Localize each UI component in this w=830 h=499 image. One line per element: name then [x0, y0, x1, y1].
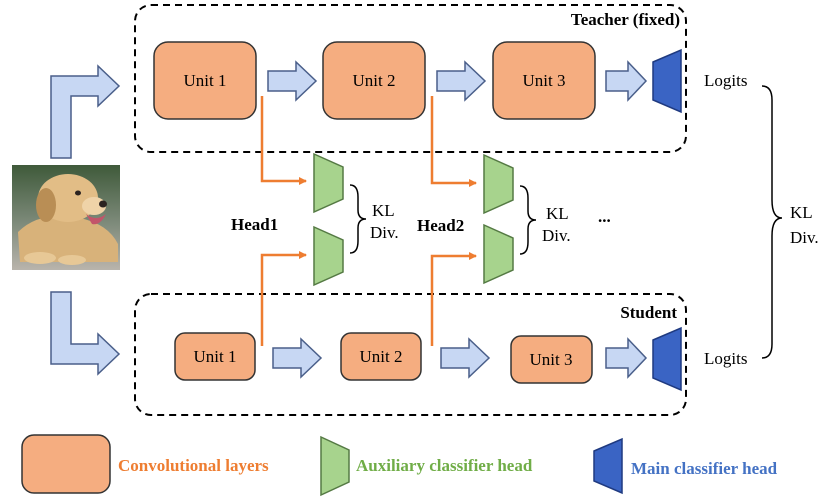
- student-arrow-3: [605, 337, 648, 379]
- teacher-unit-2-label: Unit 2: [353, 71, 396, 90]
- legend-aux-label: Auxiliary classifier head: [356, 456, 533, 475]
- teacher-title: Teacher (fixed): [571, 10, 680, 29]
- head-2-div: Div.: [542, 226, 571, 245]
- student-box: [134, 293, 687, 416]
- tap-student-unit2: [430, 252, 477, 346]
- head-2-label: Head2: [417, 216, 464, 235]
- ellipsis: ...: [598, 207, 611, 226]
- teacher-unit-1: [153, 41, 257, 120]
- teacher-arrow-3: [605, 60, 648, 102]
- aux-head-1-teacher: [313, 152, 344, 214]
- student-logits: Logits: [704, 349, 747, 368]
- head-1-brace: [349, 184, 367, 254]
- teacher-main-head: [652, 48, 682, 114]
- head-2-brace: [519, 185, 537, 255]
- input-image: [12, 165, 120, 270]
- teacher-arrow-1: [267, 60, 318, 102]
- teacher-arrow-2: [436, 60, 487, 102]
- student-unit-3: [510, 335, 593, 384]
- student-arrow-2: [440, 337, 491, 379]
- legend-aux-swatch: [320, 435, 350, 497]
- head-1-div: Div.: [370, 223, 399, 242]
- aux-head-2-teacher: [483, 153, 514, 215]
- tap-teacher-unit2: [430, 96, 477, 187]
- input-arrow-top: [50, 64, 121, 159]
- teacher-unit-3: [492, 41, 596, 120]
- student-unit-3-label: Unit 3: [530, 350, 573, 369]
- tap-teacher-unit1: [260, 96, 307, 185]
- head-1-label: Head1: [231, 215, 278, 234]
- teacher-box: [134, 4, 687, 153]
- teacher-unit-1-label: Unit 1: [184, 71, 227, 90]
- head-1-kl: KL: [372, 201, 395, 220]
- student-unit-1: [174, 332, 256, 381]
- teacher-unit-3-label: Unit 3: [523, 71, 566, 90]
- teacher-logits: Logits: [704, 71, 747, 90]
- student-title: Student: [620, 303, 677, 322]
- legend-main-swatch: [593, 437, 623, 495]
- student-unit-2: [340, 332, 422, 381]
- legend-conv-label: Convolutional layers: [118, 456, 269, 475]
- final-kl: KL: [790, 203, 813, 222]
- legend-main-label: Main classifier head: [631, 459, 778, 478]
- tap-student-unit1: [260, 251, 307, 346]
- aux-head-2-student: [483, 223, 514, 285]
- final-brace: [761, 85, 783, 359]
- aux-head-1-student: [313, 225, 344, 287]
- final-div: Div.: [790, 228, 819, 247]
- head-2-kl: KL: [546, 204, 569, 223]
- student-main-head: [652, 326, 682, 392]
- student-arrow-1: [272, 337, 323, 379]
- legend-conv-swatch: [21, 434, 111, 494]
- student-unit-1-label: Unit 1: [194, 347, 237, 366]
- student-unit-2-label: Unit 2: [360, 347, 403, 366]
- input-arrow-bottom: [50, 291, 121, 376]
- teacher-unit-2: [322, 41, 426, 120]
